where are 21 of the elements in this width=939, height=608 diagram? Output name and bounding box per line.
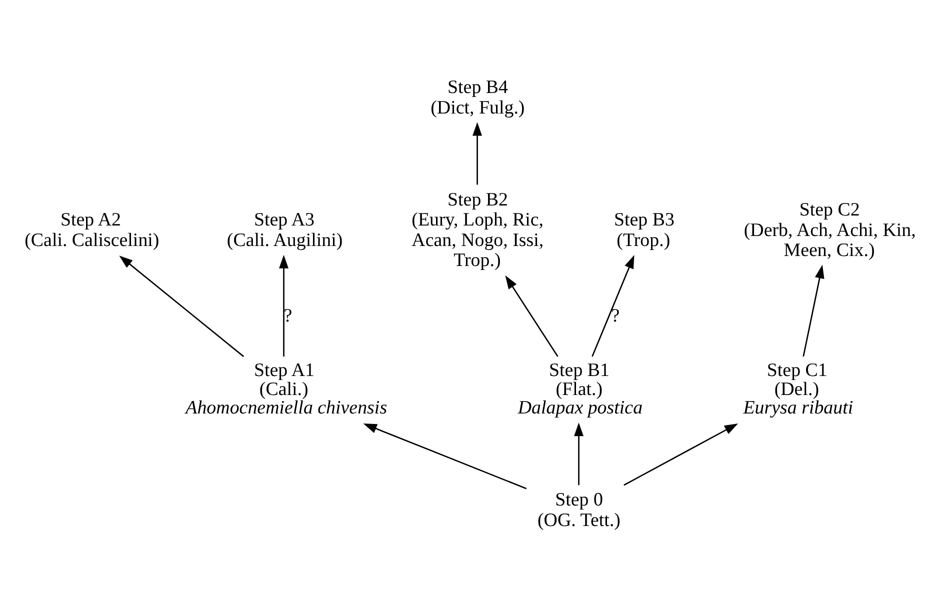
arrow (279, 254, 288, 356)
node-text: Step 0 (OG. Tett.) (538, 489, 620, 531)
arrow (119, 255, 244, 357)
arrow (363, 423, 527, 489)
node-text: Step A2 (Cali. Caliscelini) (24, 209, 160, 250)
arrow (592, 254, 634, 356)
node-text: Step C2 (Derb, Ach, Achi, Kin, Meen, Cix.) (744, 198, 916, 261)
node-text: Step B3 (Trop.) (614, 209, 674, 250)
arrow (802, 264, 824, 356)
arrow (505, 274, 558, 356)
edge-label: ? (284, 305, 292, 326)
node-text: Step C1 (Del.) Eurysa ribauti (743, 359, 854, 418)
node-text: Step B1 (Flat.) Dalapax postica (518, 359, 643, 418)
edge-label: ? (611, 305, 620, 326)
arrow (472, 122, 482, 184)
arrow (574, 422, 584, 485)
node-text: Step B4 (Dict, Fulg.) (430, 76, 525, 118)
node-text: Step B2 (Eury, Loph, Ric, Acan, Nogo, Issi, Trop.) (412, 188, 544, 271)
arrow (624, 422, 738, 486)
node-text: Step A1 (Cali.) Ahomocnemiella chivensis (186, 359, 388, 418)
node-text: Step A3 (Cali. Augilini) (226, 209, 343, 250)
